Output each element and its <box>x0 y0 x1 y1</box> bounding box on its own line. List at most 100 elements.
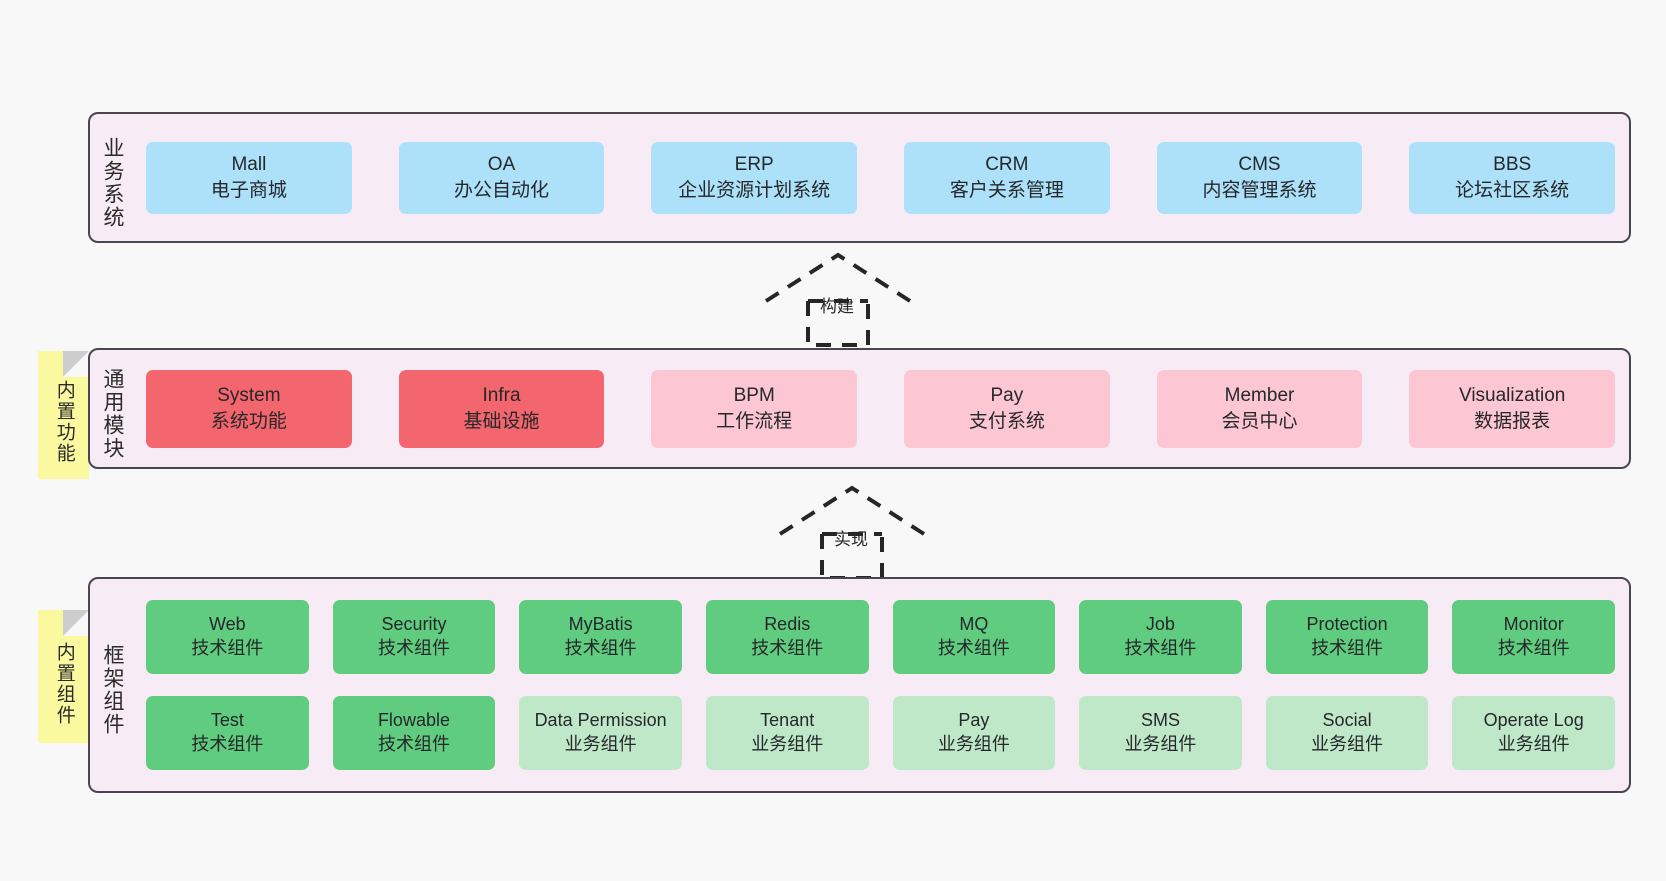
card-cn-label: 技术组件 <box>191 638 264 658</box>
business-card-grid: Mall 电子商城 OA 办公自动化 ERP 企业资源计划系统 CRM 客户关系… <box>132 114 1629 241</box>
card-en-label: SMS <box>1140 710 1180 731</box>
card-en-label: Test <box>210 710 244 731</box>
card-en-label: BPM <box>733 385 775 407</box>
card-en-label: Protection <box>1306 614 1388 635</box>
card-cn-label: 会员中心 <box>1221 410 1298 432</box>
card-en-label: CMS <box>1238 154 1281 176</box>
arrow-label-build: 构建 <box>820 297 854 316</box>
framework-card-protection[interactable]: Protection 技术组件 <box>1265 600 1429 674</box>
generalization-arrow-implement: 实现 <box>772 482 932 580</box>
layer-panel-framework: 框架组件 Web 技术组件 Security 技术组件 MyBatis 技术组件… <box>88 577 1631 793</box>
card-en-label: Tenant <box>760 710 815 731</box>
card-cn-label: 技术组件 <box>191 734 264 754</box>
framework-card-web[interactable]: Web 技术组件 <box>146 600 309 674</box>
card-cn-label: 内容管理系统 <box>1202 179 1317 201</box>
card-cn-label: 技术组件 <box>751 638 824 658</box>
card-cn-label: 技术组件 <box>377 638 450 658</box>
module-card-pay[interactable]: Pay 支付系统 <box>904 369 1110 448</box>
framework-card-data-permission[interactable]: Data Permission 业务组件 <box>519 696 682 770</box>
business-card-erp[interactable]: ERP 企业资源计划系统 <box>651 141 858 214</box>
card-cn-label: 工作流程 <box>716 410 793 432</box>
business-card-bbs[interactable]: BBS 论坛社区系统 <box>1409 141 1615 214</box>
framework-card-operate-log[interactable]: Operate Log 业务组件 <box>1452 696 1615 770</box>
sticky-note-label: 内置组件 <box>53 641 75 726</box>
layer-panel-module: 通用模块 System 系统功能 Infra 基础设施 BPM 工作流程 Pay… <box>88 348 1631 469</box>
dashed-hollow-arrow-icon <box>778 485 926 580</box>
card-en-label: Pay <box>958 710 990 731</box>
layer-title-module: 通用模块 <box>101 367 125 460</box>
card-cn-label: 系统功能 <box>210 410 287 432</box>
card-cn-label: 基础设施 <box>463 410 540 432</box>
generalization-arrow-build: 构建 <box>758 249 918 347</box>
card-en-label: OA <box>487 154 516 176</box>
card-cn-label: 客户关系管理 <box>949 179 1064 201</box>
card-en-label: Web <box>209 614 246 635</box>
arrow-label-implement: 实现 <box>834 530 868 549</box>
card-cn-label: 业务组件 <box>1497 734 1570 754</box>
framework-card-social[interactable]: Social 业务组件 <box>1265 696 1429 770</box>
sticky-note-builtin-functions: 内置功能 <box>38 351 89 479</box>
card-en-label: Pay <box>990 385 1024 407</box>
framework-card-mq[interactable]: MQ 技术组件 <box>892 600 1056 674</box>
framework-card-test[interactable]: Test 技术组件 <box>146 696 309 770</box>
card-en-label: Flowable <box>377 710 450 731</box>
framework-card-grid: Web 技术组件 Security 技术组件 MyBatis 技术组件 Redi… <box>132 579 1629 791</box>
framework-card-job[interactable]: Job 技术组件 <box>1079 600 1242 674</box>
sticky-note-label: 内置功能 <box>53 380 75 464</box>
card-en-label: Mall <box>231 154 267 176</box>
layer-title-framework: 框架组件 <box>101 644 125 736</box>
card-en-label: Redis <box>764 614 811 635</box>
card-en-label: MQ <box>959 614 989 635</box>
module-card-bpm[interactable]: BPM 工作流程 <box>651 369 858 448</box>
card-cn-label: 技术组件 <box>377 734 450 754</box>
card-en-label: Monitor <box>1503 614 1564 635</box>
card-cn-label: 业务组件 <box>1124 734 1197 754</box>
card-en-label: Visualization <box>1459 385 1566 407</box>
module-card-member[interactable]: Member 会员中心 <box>1156 369 1363 448</box>
framework-card-redis[interactable]: Redis 技术组件 <box>705 600 869 674</box>
card-en-label: BBS <box>1493 154 1532 176</box>
card-cn-label: 技术组件 <box>937 638 1010 658</box>
card-cn-label: 办公自动化 <box>454 179 550 201</box>
business-card-oa[interactable]: OA 办公自动化 <box>398 141 605 214</box>
business-card-crm[interactable]: CRM 客户关系管理 <box>904 141 1110 214</box>
card-cn-label: 业务组件 <box>751 734 824 754</box>
card-cn-label: 业务组件 <box>1311 734 1384 754</box>
card-cn-label: 业务组件 <box>564 734 637 754</box>
framework-card-pay[interactable]: Pay 业务组件 <box>892 696 1056 770</box>
card-en-label: MyBatis <box>568 614 633 635</box>
business-card-mall[interactable]: Mall 电子商城 <box>146 141 352 214</box>
card-en-label: Operate Log <box>1483 710 1584 731</box>
card-cn-label: 电子商城 <box>210 179 287 201</box>
card-cn-label: 技术组件 <box>1124 638 1197 658</box>
card-en-label: Social <box>1322 710 1372 731</box>
layer-panel-business: 业务系统 Mall 电子商城 OA 办公自动化 ERP 企业资源计划系统 CRM… <box>88 112 1631 243</box>
module-card-visualization[interactable]: Visualization 数据报表 <box>1409 369 1615 448</box>
card-en-label: Infra <box>482 385 521 407</box>
card-en-label: ERP <box>734 154 774 176</box>
card-en-label: System <box>217 385 281 407</box>
card-en-label: Job <box>1145 614 1175 635</box>
card-cn-label: 数据报表 <box>1474 410 1551 432</box>
card-en-label: Data Permission <box>534 710 667 731</box>
framework-card-sms[interactable]: SMS 业务组件 <box>1079 696 1242 770</box>
card-cn-label: 技术组件 <box>564 638 637 658</box>
card-cn-label: 论坛社区系统 <box>1455 179 1570 201</box>
module-card-infra[interactable]: Infra 基础设施 <box>398 369 605 448</box>
card-cn-label: 技术组件 <box>1497 638 1570 658</box>
dashed-hollow-arrow-icon <box>764 252 912 347</box>
card-cn-label: 支付系统 <box>968 410 1045 432</box>
framework-card-mybatis[interactable]: MyBatis 技术组件 <box>519 600 682 674</box>
card-en-label: CRM <box>985 154 1029 176</box>
card-cn-label: 技术组件 <box>1311 638 1384 658</box>
framework-card-monitor[interactable]: Monitor 技术组件 <box>1452 600 1615 674</box>
layer-title-business: 业务系统 <box>101 136 125 229</box>
card-en-label: Member <box>1224 385 1295 407</box>
framework-card-tenant[interactable]: Tenant 业务组件 <box>705 696 869 770</box>
framework-card-security[interactable]: Security 技术组件 <box>332 600 496 674</box>
framework-card-flowable[interactable]: Flowable 技术组件 <box>332 696 496 770</box>
sticky-note-builtin-components: 内置组件 <box>38 610 89 743</box>
module-card-system[interactable]: System 系统功能 <box>146 369 352 448</box>
business-card-cms[interactable]: CMS 内容管理系统 <box>1156 141 1363 214</box>
card-cn-label: 企业资源计划系统 <box>678 179 831 201</box>
